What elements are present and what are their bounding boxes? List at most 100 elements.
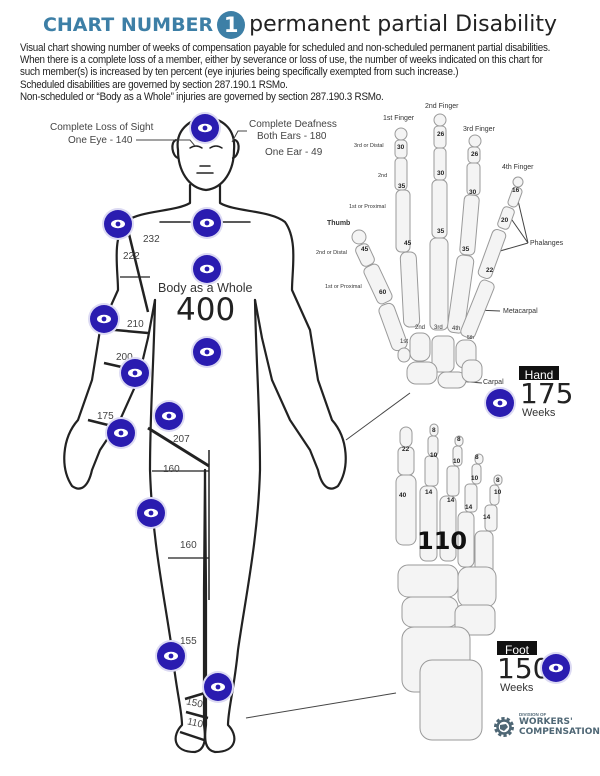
label-1st-finger: 1st Finger [383, 115, 415, 122]
eye-marker-button[interactable] [155, 402, 183, 430]
hand-value: 22 [486, 267, 494, 274]
label-proximal: 1st or Proximal [349, 204, 386, 210]
eye-marker-button[interactable] [542, 654, 570, 682]
eye-marker-button[interactable] [107, 419, 135, 447]
label-thumb: Thumb [327, 220, 351, 227]
hand-value: 35 [437, 228, 445, 235]
hand-value: 30 [437, 170, 445, 177]
eye-marker-button[interactable] [90, 305, 118, 333]
measure-upper-arm: 222 [123, 251, 140, 262]
eye-marker-button[interactable] [193, 338, 221, 366]
hand-skeleton [351, 113, 524, 389]
label-4th-finger: 4th Finger [502, 164, 534, 171]
eye-marker-button[interactable] [193, 255, 221, 283]
eye-icon [549, 663, 563, 673]
division-logo: DIVISION OF WORKERS' COMPENSATION [492, 712, 600, 742]
eye-marker-button[interactable] [486, 389, 514, 417]
foot-weeks-value: 150 [497, 652, 551, 685]
measure-forearm: 200 [116, 352, 133, 363]
measure-hip: 207 [173, 434, 190, 445]
foot-value: 14 [465, 504, 473, 511]
description-line: such member(s) is increased by ten perce… [20, 66, 459, 79]
label-middle: 2nd [378, 173, 388, 179]
label-phalanges: Phalanges [530, 240, 564, 247]
eye-icon [128, 368, 142, 378]
foot-weeks-label: Weeks [500, 682, 534, 694]
foot-value: 14 [483, 514, 491, 521]
hand-value: 26 [471, 151, 479, 158]
foot-skeleton [395, 423, 503, 741]
description-line: Scheduled disabilities are governed by s… [20, 78, 288, 91]
sight-label: Complete Loss of Sight [50, 122, 154, 133]
label-metacarpal: Metacarpal [503, 308, 538, 315]
eye-icon [114, 428, 128, 438]
deafness-one-ear: One Ear - 49 [265, 147, 323, 158]
body-whole-value: 400 [176, 292, 236, 328]
hand-value: 60 [379, 289, 387, 296]
foot-value: 8 [432, 427, 436, 434]
page-title: permanent partial Disability [249, 12, 558, 37]
description-line: Non-scheduled or “Body as a Whole” injur… [20, 90, 384, 103]
measure-shoulder: 232 [143, 234, 160, 245]
eye-icon [111, 219, 125, 229]
foot-value: 8 [496, 477, 500, 484]
measure-wrist: 175 [97, 411, 114, 422]
chart-number-label: CHART NUMBER [42, 14, 214, 36]
foot-value: 10 [453, 458, 461, 465]
hand-value: 16 [512, 187, 520, 194]
hand-value: 35 [398, 183, 406, 190]
hand-value: 45 [361, 246, 369, 253]
foot-value: 8 [457, 436, 461, 443]
logo-line2: WORKERS' [519, 717, 573, 727]
eye-marker-button[interactable] [104, 210, 132, 238]
foot-whole-value: 110 [417, 527, 468, 555]
hand-box-label: Hand [519, 366, 559, 380]
eye-icon [200, 347, 214, 357]
foot-value: 10 [494, 489, 502, 496]
foot-value: 14 [447, 497, 455, 504]
description-line: When there is a complete loss of a membe… [20, 54, 543, 67]
hand-value: 20 [501, 217, 509, 224]
gear-logo-icon [494, 717, 514, 737]
label-distal: 3rd or Distal [354, 143, 384, 149]
eye-icon [493, 398, 507, 408]
foot-value: 14 [425, 489, 433, 496]
description: Visual chart showing number of weeks of … [20, 42, 550, 103]
label-mc-4th: 4th [452, 326, 461, 332]
eye-marker-button[interactable] [191, 114, 219, 142]
label-thumb-proximal: 1st or Proximal [325, 284, 362, 290]
label-3rd-finger: 3rd Finger [463, 126, 495, 133]
description-line: Visual chart showing number of weeks of … [20, 42, 551, 54]
deafness-label: Complete Deafness [249, 119, 337, 130]
foot-box-label: Foot [497, 641, 537, 655]
foot-value: 10 [471, 475, 479, 482]
label-mc-5th: 5th [467, 335, 474, 341]
eye-icon [162, 411, 176, 421]
label-mc-3rd: 3rd [434, 325, 443, 331]
eye-icon [97, 314, 111, 324]
label-2nd-finger: 2nd Finger [425, 103, 459, 110]
eye-marker-button[interactable] [204, 673, 232, 701]
eye-icon [198, 123, 212, 133]
label-thumb-distal: 2nd or Distal [316, 250, 347, 256]
sight-value: One Eye - 140 [68, 135, 133, 146]
logo-line1: DIVISION OF [519, 712, 547, 717]
eye-icon [164, 651, 178, 661]
eye-marker-button[interactable] [137, 499, 165, 527]
measure-lower-leg: 155 [180, 636, 197, 647]
hand-value: 26 [437, 131, 445, 138]
eye-marker-button[interactable] [121, 359, 149, 387]
label-carpal: Carpal [483, 379, 504, 386]
eye-marker-button[interactable] [157, 642, 185, 670]
label-mc-2nd: 2nd [415, 325, 426, 331]
hand-value: 45 [404, 240, 412, 247]
eye-marker-button[interactable] [193, 209, 221, 237]
foot-value: 40 [399, 492, 407, 499]
eye-icon [200, 218, 214, 228]
body-whole-label: Body as a Whole [158, 281, 253, 295]
measure-knee: 160 [180, 540, 197, 551]
hand-value: 30 [469, 189, 477, 196]
logo-line3: COMPENSATION [519, 727, 600, 737]
